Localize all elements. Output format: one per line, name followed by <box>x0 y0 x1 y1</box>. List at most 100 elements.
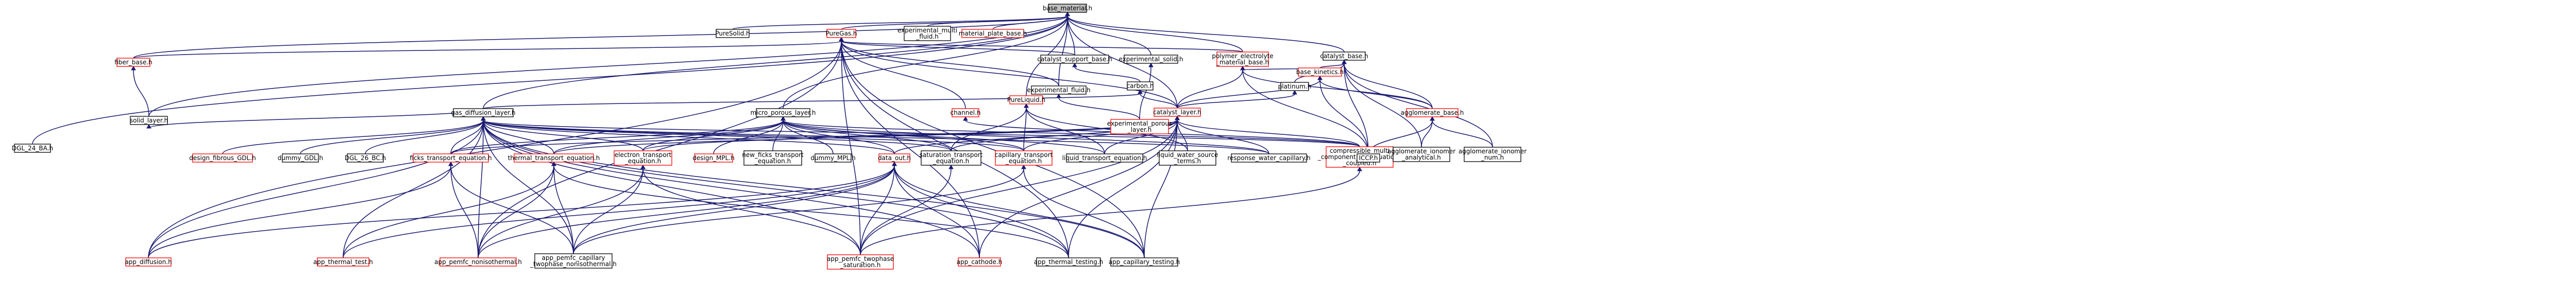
node-agglomerate-base[interactable]: agglomerate_base.h <box>1401 108 1464 117</box>
include-edge <box>1177 79 1320 109</box>
node-puresolid[interactable]: PureSolid.h <box>715 29 750 38</box>
node-ficks-transport-equation[interactable]: ficks_transport_equation.h <box>410 153 492 163</box>
node-app-capillary-testing[interactable]: app_capillary_testing.h <box>1109 257 1180 267</box>
include-edge <box>365 120 484 154</box>
node-platinum[interactable]: platinum.h <box>1278 82 1312 91</box>
node-experimental-multi-fluid[interactable]: experimental_multi_fluid.h <box>897 26 957 41</box>
node-fiber-base[interactable]: fiber_base.h <box>114 58 152 67</box>
node-liquid-water-source-terms[interactable]: liquid_water_source_terms.h <box>1157 150 1218 166</box>
node-new-ficks-transport-equation[interactable]: new_ficks_transport_equation.h <box>742 150 804 166</box>
node-label: catalyst_base.h <box>1320 52 1368 60</box>
include-edge <box>1344 63 1433 109</box>
node-label: _num.h <box>1481 154 1504 161</box>
include-edge <box>713 120 784 154</box>
include-edge <box>783 15 1068 109</box>
include-edge <box>1139 66 1151 120</box>
include-edge <box>148 120 484 258</box>
edge-arrowhead <box>1056 93 1061 98</box>
node-box <box>1464 147 1521 162</box>
edge-arrowhead <box>1138 89 1143 94</box>
node-app-thermal-test[interactable]: app_thermal_test.h <box>313 257 373 267</box>
node-catalyst-layer[interactable]: catalyst_layer.h <box>1153 108 1201 117</box>
node-data-out[interactable]: data_out.h <box>878 153 911 163</box>
node-dummy-mpl[interactable]: dummy_MPL.h <box>810 153 856 163</box>
node-response-water-capillary[interactable]: response_water_capillary.h <box>1227 153 1311 163</box>
include-edge <box>860 170 1360 255</box>
include-edge <box>783 120 1360 147</box>
include-edge <box>573 168 643 254</box>
include-edge <box>32 15 1068 145</box>
node-label: liquid_water_source <box>1157 151 1218 159</box>
node-liquid-transport-equation[interactable]: liquid_transport_equation.h <box>1062 153 1147 163</box>
node-box <box>614 150 672 166</box>
include-edge <box>951 107 1027 151</box>
node-experimental-solid[interactable]: experimental_solid.h <box>1119 55 1183 64</box>
include-edge <box>1023 168 1145 258</box>
include-edge <box>894 165 1145 258</box>
node-experimental-porous-layer[interactable]: experimental_porous_layer.h <box>1107 119 1172 134</box>
node-capillary-transport-equation[interactable]: capillary_transport_equation.h <box>995 150 1053 166</box>
node-label: app_diffusion.h <box>125 258 172 266</box>
node-saturation-transport-equation[interactable]: saturation_transport_equation.h <box>920 150 983 166</box>
node-agglomerate-ionomer-num[interactable]: agglomerate_ionomer_num.h <box>1459 147 1527 162</box>
node-base-kinetics[interactable]: base_kinetics.h <box>1296 67 1344 77</box>
node-puregas[interactable]: PureGas.h <box>825 29 857 38</box>
node-box <box>1357 153 1380 163</box>
node-design-fibrous-gdl[interactable]: design_fibrous_GDL.h <box>189 153 256 163</box>
node-icc[interactable]: ICCP.h <box>1357 153 1380 163</box>
node-solid-layer[interactable]: solid_layer.h <box>130 116 168 125</box>
node-box <box>958 257 1001 267</box>
node-box <box>1040 55 1109 64</box>
node-electron-transport-equation[interactable]: electron_transport_equation.h <box>614 150 672 166</box>
include-edge <box>483 120 574 254</box>
node-label: _material_base.h <box>1216 59 1269 66</box>
node-polymer-electrolyte-material-base[interactable]: polymer_electrolyte_material_base.h <box>1212 51 1274 67</box>
edge-arrowhead <box>1317 75 1323 80</box>
node-box <box>317 257 369 267</box>
node-label: capillary_transport <box>995 151 1053 159</box>
node-box <box>1066 153 1143 163</box>
node-experimental-fluid[interactable]: experimental_fluid.h <box>1027 85 1091 95</box>
node-channel[interactable]: channel.h <box>951 108 981 117</box>
edge-arrowhead <box>948 164 954 169</box>
include-edge <box>1104 119 1178 154</box>
node-dgl-24-ba[interactable]: DGL_24_BA.h <box>12 144 53 153</box>
node-label: _fluid.h <box>916 33 939 40</box>
node-box <box>413 153 489 163</box>
node-label: _saturation.h <box>840 261 881 269</box>
node-box <box>995 150 1053 166</box>
node-label: app_capillary_testing.h <box>1109 258 1180 266</box>
node-dgl-26-bc[interactable]: DGL_26_BC.h <box>345 153 386 163</box>
edge-arrowhead <box>481 116 486 121</box>
node-material-plate-base[interactable]: material_plate_base.h <box>959 29 1027 38</box>
node-catalyst-support-base[interactable]: catalyst_support_base.h <box>1037 55 1112 64</box>
node-app-diffusion[interactable]: app_diffusion.h <box>125 257 172 267</box>
node-thermal-transport-equation[interactable]: thermal_transport_equation.h <box>508 153 600 163</box>
node-gas-diffusion-layer[interactable]: gas_diffusion_layer.h <box>451 108 516 117</box>
node-app-pemfc-nonisothermal[interactable]: app_pemfc_nonisothermal.h <box>434 257 522 267</box>
node-box <box>1298 67 1342 77</box>
node-agglomerate-ionomer-analytical[interactable]: agglomerate_ionomer_analytical.h <box>1387 147 1455 162</box>
include-edge <box>1319 79 1433 109</box>
node-app-cathode[interactable]: app_cathode.h <box>957 257 1003 267</box>
node-base-material[interactable]: base_material.h <box>1043 4 1092 13</box>
include-edge <box>1177 119 1360 147</box>
include-edge <box>300 120 484 154</box>
include-edge <box>841 41 1059 86</box>
include-edge <box>841 41 966 109</box>
include-edge <box>841 41 980 258</box>
node-dummy-gdl[interactable]: dummy_GDL.h <box>278 153 323 163</box>
node-app-pemfc-twophase[interactable]: app_pemfc_twophase_saturation.h <box>827 254 894 270</box>
include-edge <box>478 41 842 258</box>
node-app-thermal-testing[interactable]: app_thermal_testing.h <box>1034 257 1103 267</box>
node-design-mpl[interactable]: design_MPL.h <box>692 153 735 163</box>
node-catalyst-base[interactable]: catalyst_base.h <box>1320 51 1368 61</box>
node-app-pemfc-capillary[interactable]: app_pemfc_capillary_twophase_nonisotherm… <box>530 253 617 269</box>
node-label: app_pemfc_nonisothermal.h <box>434 258 522 266</box>
node-carbon[interactable]: carbon.h <box>1127 81 1154 91</box>
node-box <box>1231 153 1307 163</box>
node-micro-porous-layer[interactable]: micro_porous_layer.h <box>751 108 816 117</box>
node-pureliquid[interactable]: PureLiquid.h <box>1007 95 1045 104</box>
node-box <box>1124 55 1178 64</box>
